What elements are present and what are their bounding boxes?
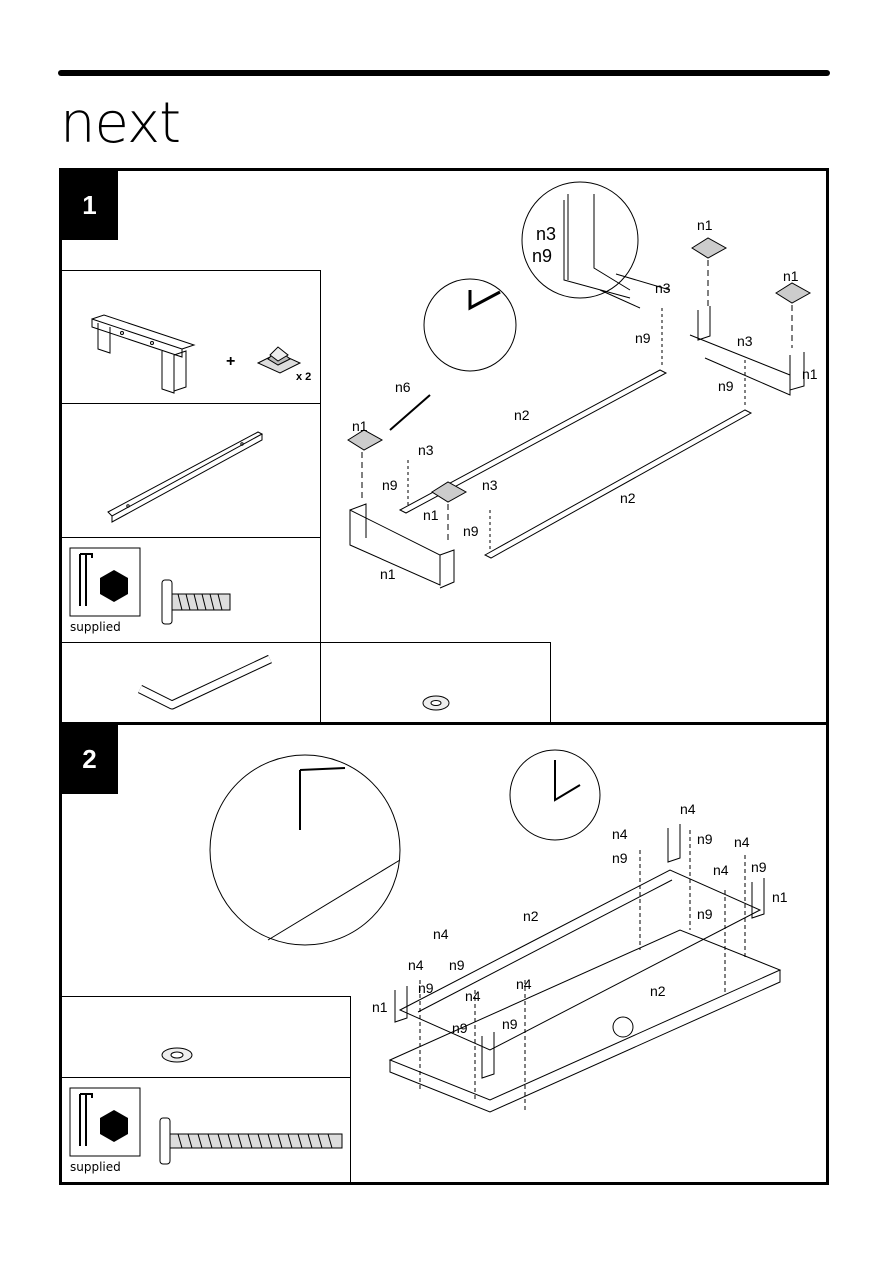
label-n2: n2 xyxy=(514,407,530,423)
leg-frame-illustration xyxy=(91,314,196,394)
label-n3: n3 xyxy=(737,333,753,349)
allen-key-supplied-icon xyxy=(69,1087,141,1157)
label-n9: n9 xyxy=(718,378,734,394)
label-n9: n9 xyxy=(697,906,713,922)
label-n4: n4 xyxy=(734,834,750,850)
header-rule xyxy=(58,70,830,76)
label-n1: n1 xyxy=(772,889,788,905)
supplied-label: supplied xyxy=(70,1160,121,1174)
label-n9: n9 xyxy=(463,523,479,539)
parts-box-long-bolt: supplied xyxy=(61,1077,351,1183)
label-n4: n4 xyxy=(433,926,449,942)
step-1-assembly-diagram xyxy=(347,181,812,589)
parts-box-washer-1 xyxy=(320,642,551,724)
brand-logo: next xyxy=(60,91,181,156)
label-n1: n1 xyxy=(802,366,818,382)
step-1-number: 1 xyxy=(61,170,118,240)
label-n9: n9 xyxy=(502,1016,518,1032)
label-n4: n4 xyxy=(408,957,424,973)
label-n1: n1 xyxy=(372,999,388,1015)
label-n2: n2 xyxy=(523,908,539,924)
step-2-assembly-diagram xyxy=(209,749,782,1113)
allen-key-icon xyxy=(137,654,272,710)
label-n3: n3 xyxy=(482,477,498,493)
zoom-label-n9: n9 xyxy=(532,246,553,266)
step-2-panel xyxy=(59,722,829,1185)
step-2-number: 2 xyxy=(61,724,118,794)
label-n4: n4 xyxy=(680,801,696,817)
parts-box-bolt: supplied xyxy=(61,537,321,643)
quantity-label: x 2 xyxy=(296,371,312,383)
label-n3: n3 xyxy=(418,442,434,458)
label-n3: n3 xyxy=(655,280,671,296)
label-n1: n1 xyxy=(380,566,396,582)
label-n9: n9 xyxy=(697,831,713,847)
washer-icon xyxy=(422,695,450,711)
label-n4: n4 xyxy=(465,988,481,1004)
label-n9: n9 xyxy=(449,957,465,973)
foot-cap-icon xyxy=(256,346,302,374)
label-n1: n1 xyxy=(352,418,368,434)
plus-sign: + xyxy=(226,353,236,370)
washer-icon xyxy=(161,1047,193,1063)
label-n1: n1 xyxy=(423,507,439,523)
label-n9: n9 xyxy=(382,477,398,493)
label-n4: n4 xyxy=(713,862,729,878)
label-n2: n2 xyxy=(620,490,636,506)
label-n9: n9 xyxy=(612,850,628,866)
parts-box-frame-end: + x 2 xyxy=(61,270,321,404)
long-screw-icon xyxy=(159,1117,343,1165)
label-n6: n6 xyxy=(395,379,411,395)
label-n9: n9 xyxy=(452,1020,468,1036)
bolt-icon xyxy=(161,579,231,625)
label-n1: n1 xyxy=(783,268,799,284)
label-n1: n1 xyxy=(697,217,713,233)
label-n2: n2 xyxy=(650,983,666,999)
label-n9: n9 xyxy=(418,980,434,996)
rail-illustration xyxy=(107,431,264,523)
allen-key-supplied-icon xyxy=(69,547,141,617)
label-n4: n4 xyxy=(612,826,628,842)
parts-box-rail xyxy=(61,403,321,538)
parts-box-washer-2 xyxy=(61,996,351,1078)
label-n9: n9 xyxy=(751,859,767,875)
supplied-label: supplied xyxy=(70,620,121,634)
parts-box-allen-key xyxy=(61,642,321,724)
label-n9: n9 xyxy=(635,330,651,346)
label-n4: n4 xyxy=(516,976,532,992)
zoom-label-n3: n3 xyxy=(536,224,557,244)
